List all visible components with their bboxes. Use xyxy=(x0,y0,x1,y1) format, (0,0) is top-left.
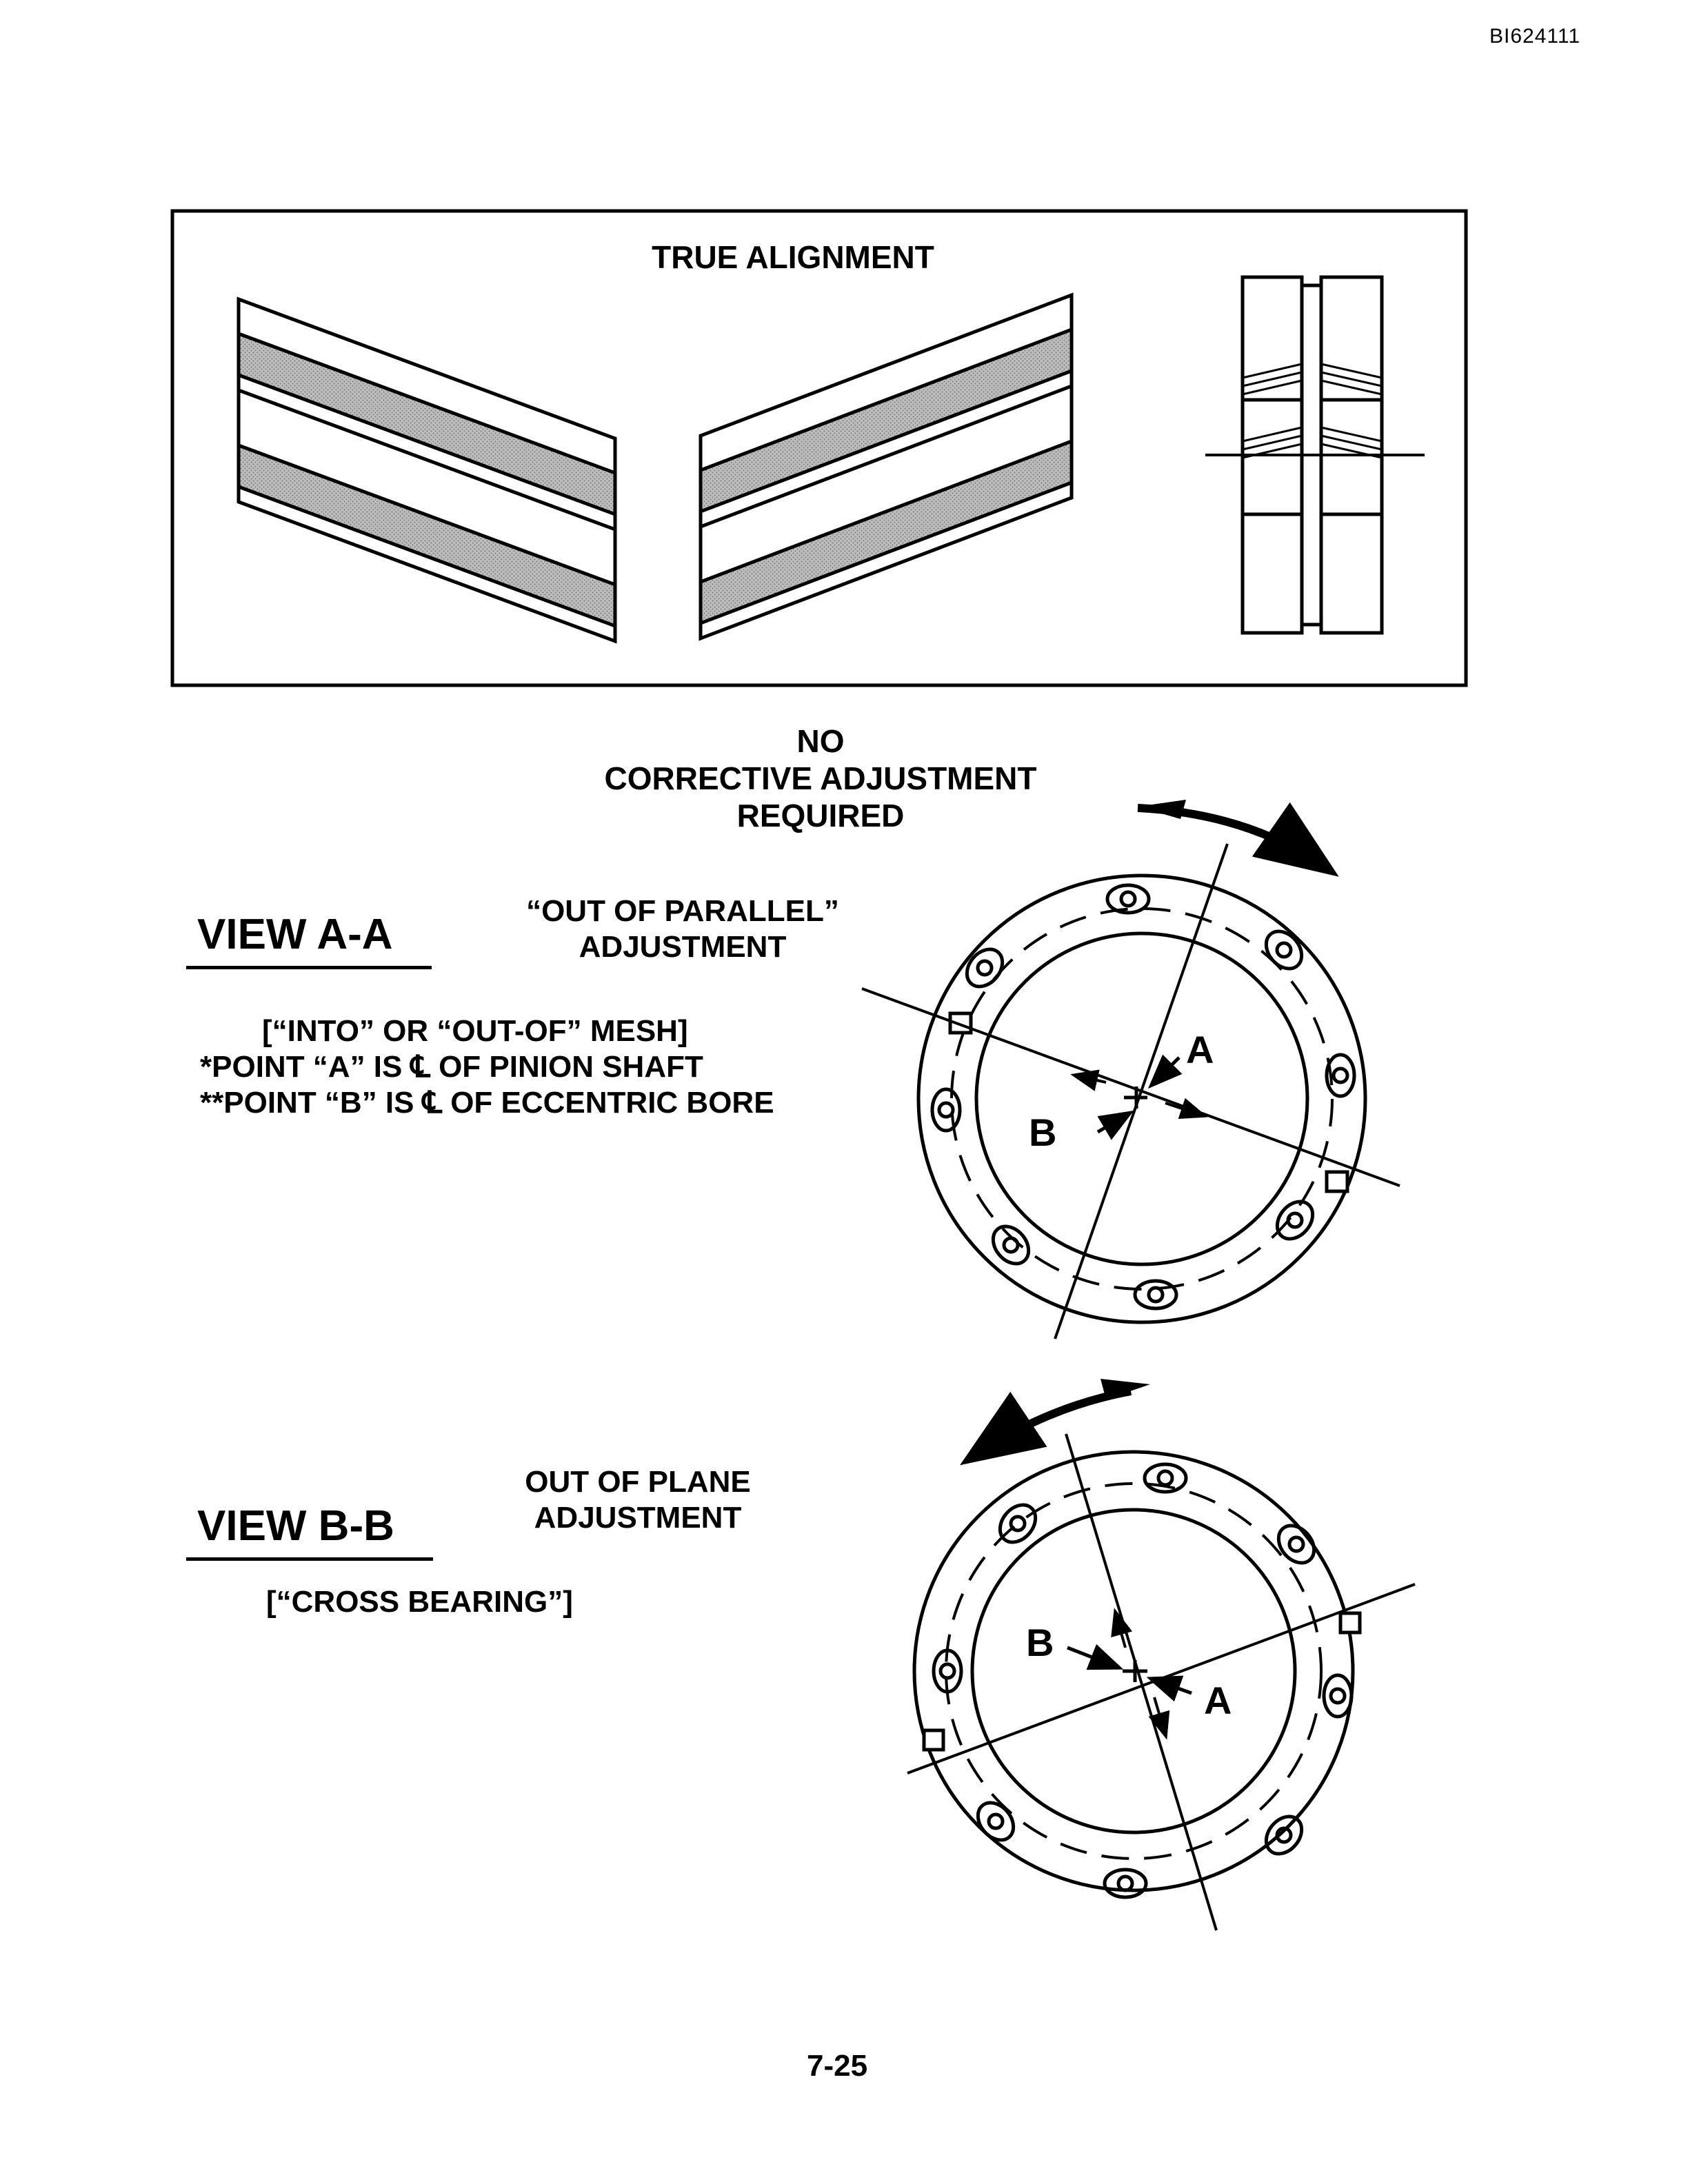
caption-line: REQUIRED xyxy=(736,798,905,833)
true-alignment-title: TRUE ALIGNMENT xyxy=(652,239,934,275)
subtitle-line: ADJUSTMENT xyxy=(579,930,787,964)
view-a-title: VIEW A-A xyxy=(186,910,432,969)
flange-a xyxy=(861,843,1400,1339)
subtitle-line: OUT OF PLANE xyxy=(525,1465,751,1499)
bolt-holes-a xyxy=(930,883,1356,1311)
view-b-subtitle: OUT OF PLANE ADJUSTMENT xyxy=(503,1464,772,1536)
view-a-label-b: B xyxy=(1029,1111,1057,1154)
view-b-label-a: A xyxy=(1204,1679,1232,1722)
left-gear-teeth xyxy=(237,296,617,644)
view-b-title: VIEW B-B xyxy=(186,1502,433,1561)
subtitle-line: “OUT OF PARALLEL” xyxy=(526,894,839,928)
alignment-panel-frame xyxy=(170,209,1468,687)
bolt-holes-b xyxy=(932,1462,1354,1899)
page-number: 7-25 xyxy=(807,2049,868,2083)
rotation-arrow-b xyxy=(960,1387,1132,1466)
true-alignment-figure xyxy=(170,209,1468,687)
view-b-label-b: B xyxy=(1026,1621,1054,1664)
flange-b xyxy=(907,1433,1416,1931)
subtitle-line: ADJUSTMENT xyxy=(534,1501,742,1535)
side-view-gears xyxy=(1205,275,1425,635)
view-a-note-mesh: [“INTO” OR “OUT-OF” MESH] xyxy=(262,1014,688,1048)
caption-line: CORRECTIVE ADJUSTMENT xyxy=(604,760,1037,796)
view-a-subtitle: “OUT OF PARALLEL” ADJUSTMENT xyxy=(503,893,862,965)
view-a-note-point-a: *POINT “A” IS ℄ OF PINION SHAFT xyxy=(200,1050,703,1084)
document-id: BI624111 xyxy=(1489,25,1580,48)
no-adjustment-caption: NO CORRECTIVE ADJUSTMENT REQUIRED xyxy=(524,722,1117,834)
caption-line: NO xyxy=(796,723,845,759)
view-b-note-cross-bearing: [“CROSS BEARING”] xyxy=(266,1585,573,1619)
view-a-note-point-b: **POINT “B” IS ℄ OF ECCENTRIC BORE xyxy=(200,1086,774,1120)
view-a-label-a: A xyxy=(1186,1028,1214,1071)
right-gear-teeth xyxy=(699,292,1074,641)
